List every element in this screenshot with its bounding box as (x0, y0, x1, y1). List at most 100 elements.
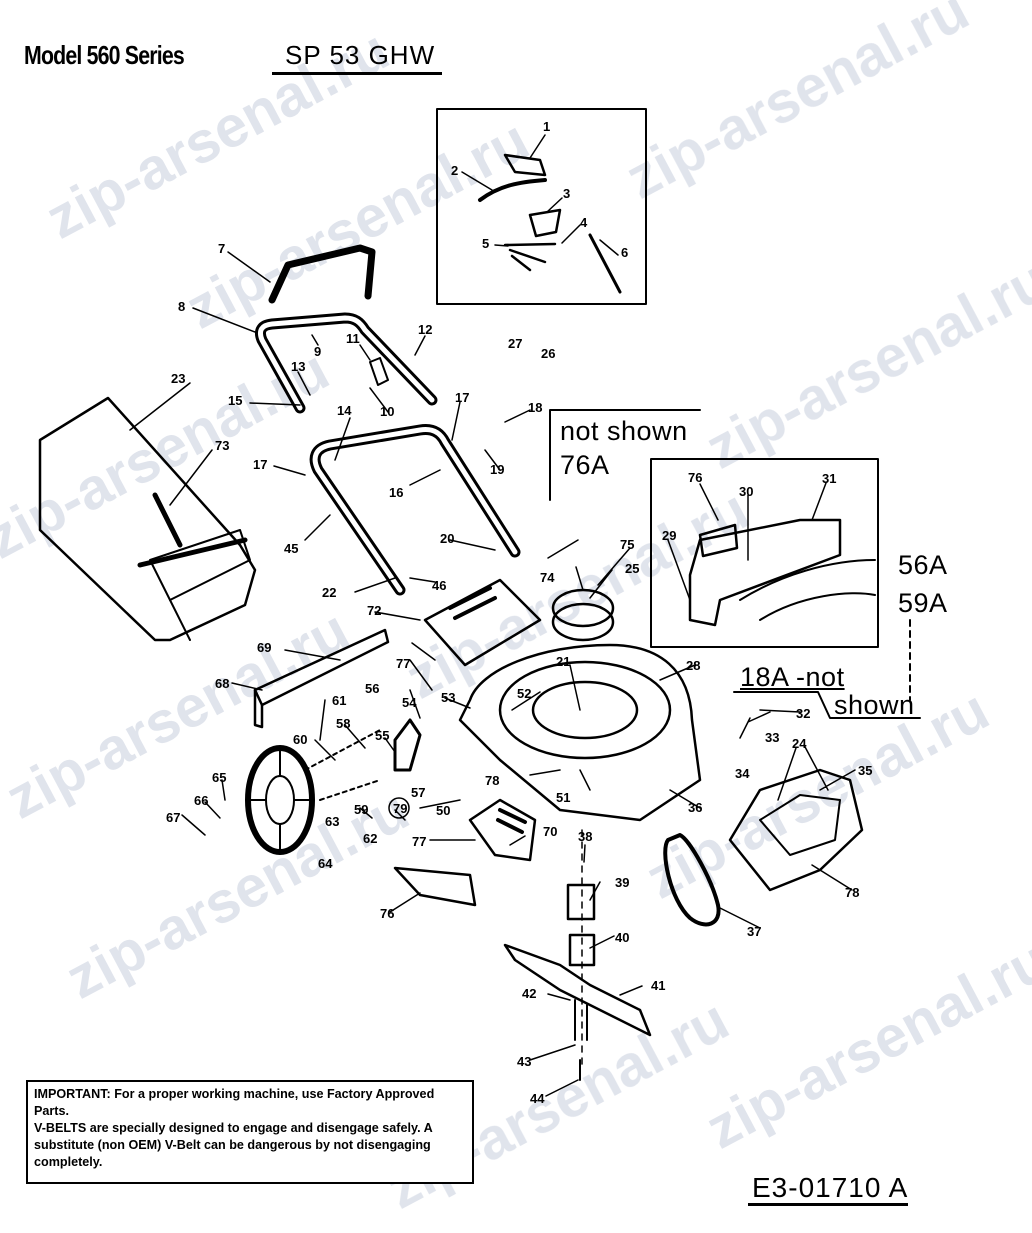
callout-number: 70 (543, 824, 557, 839)
callout-labels: 1 2 3 4 5 6 7 8 9 10 11 12 13 14 15 16 1… (166, 119, 872, 1106)
callout-number: 63 (325, 814, 339, 829)
callout-number: 44 (530, 1091, 545, 1106)
notice-text: are specially designed to engage and dis… (34, 1121, 433, 1169)
callout-number: 76 (380, 906, 394, 921)
rear-flap-part (253, 628, 390, 707)
callout-number: 8 (178, 299, 185, 314)
note-bracket (733, 691, 921, 719)
callout-number: 42 (522, 986, 536, 1001)
leader-line (129, 251, 856, 1097)
leader-line (461, 134, 619, 256)
callout-number: 4 (580, 215, 588, 230)
note-not-shown: not shown (560, 416, 688, 446)
callout-number: 74 (540, 570, 555, 585)
grass-bag-part (38, 396, 257, 642)
callout-number: 43 (517, 1054, 531, 1069)
collar-part (551, 602, 615, 642)
leader-line (667, 482, 827, 601)
callout-number: 65 (212, 770, 226, 785)
callout-number: 24 (792, 736, 807, 751)
callout-number: 62 (363, 831, 377, 846)
bolt-part (503, 242, 557, 272)
callout-number: 39 (615, 875, 629, 890)
callout-number: 54 (402, 695, 417, 710)
belt-cover-part (728, 768, 864, 892)
callout-number: 57 (411, 785, 425, 800)
callout-number: 35 (858, 763, 872, 778)
callout-number: 68 (215, 676, 229, 691)
callout-number: 31 (822, 471, 836, 486)
callout-number: 77 (412, 834, 426, 849)
callout-number: 10 (380, 404, 394, 419)
callout-number: 13 (291, 359, 305, 374)
callout-number: 23 (171, 371, 185, 386)
deflector-rim (759, 592, 876, 621)
callout-number: 14 (337, 403, 352, 418)
callout-number: 77 (396, 656, 410, 671)
callout-number: 30 (739, 484, 753, 499)
callout-number: 5 (482, 236, 489, 251)
rear-flap-part (253, 688, 264, 729)
blade-part (503, 943, 652, 1037)
callout-number: 40 (615, 930, 629, 945)
wheel-spokes (249, 749, 311, 851)
cable-part (478, 178, 547, 202)
callout-number: 66 (194, 793, 208, 808)
callout-number: 36 (688, 800, 702, 815)
bag-frame-part (169, 599, 191, 641)
callout-number: 56 (365, 681, 379, 696)
callout-number: 51 (556, 790, 570, 805)
note-shown: shown (834, 690, 915, 720)
callout-number: 59 (354, 802, 368, 817)
note-56a: 56A (898, 550, 948, 580)
notice-text: For a proper working machine, use Factor… (34, 1087, 435, 1118)
v-belt-part (663, 833, 721, 927)
rear-door-ribs (448, 586, 497, 620)
note-76a: 76A (560, 450, 610, 480)
grass-bag-part (149, 529, 251, 601)
deflector-plate (698, 523, 739, 558)
callout-number: 25 (625, 561, 639, 576)
callout-number: 29 (662, 528, 676, 543)
code-underline (748, 1203, 908, 1206)
callout-number: 11 (346, 331, 360, 346)
lower-handle-part (312, 427, 518, 593)
callout-number: 18 (528, 400, 542, 415)
callout-number: 19 (490, 462, 504, 477)
model-title: Model 560 Series (24, 40, 185, 70)
cable-bracket-part (503, 153, 547, 177)
important-notice: IMPORTANT: For a proper working machine,… (26, 1080, 474, 1184)
callout-number: 15 (228, 393, 242, 408)
bag-frame-part (137, 492, 248, 568)
callout-number: 50 (436, 803, 450, 818)
callout-number: 76 (688, 470, 702, 485)
callout-number: 1 (543, 119, 550, 134)
callout-number: 46 (432, 578, 446, 593)
inset-box-cable (436, 108, 647, 305)
callout-number: 21 (556, 654, 570, 669)
callout-number: 37 (747, 924, 761, 939)
callout-number: 6 (621, 245, 628, 260)
notice-label: IMPORTANT: (34, 1087, 111, 1101)
note-59a: 59A (898, 588, 948, 618)
front-cover-ribs (496, 808, 527, 834)
callout-number: 67 (166, 810, 180, 825)
callout-number: 78 (845, 885, 859, 900)
callout-number: 17 (455, 390, 469, 405)
callout-number: 17 (253, 457, 267, 472)
callout-number: 61 (332, 693, 346, 708)
callout-number: 60 (293, 732, 307, 747)
variant-underline (272, 72, 442, 75)
callout-number: 33 (765, 730, 779, 745)
callout-number: 78 (485, 773, 499, 788)
mower-deck-part (458, 643, 702, 822)
callout-number: 7 (218, 241, 225, 256)
callout-number: 75 (620, 537, 634, 552)
callout-number: 73 (215, 438, 229, 453)
upper-handle-part (257, 315, 435, 411)
deck-dome-inner (531, 680, 639, 740)
callout-number: 3 (563, 186, 570, 201)
callout-number: 27 (508, 336, 522, 351)
note-18a: 18A -not (740, 662, 845, 692)
